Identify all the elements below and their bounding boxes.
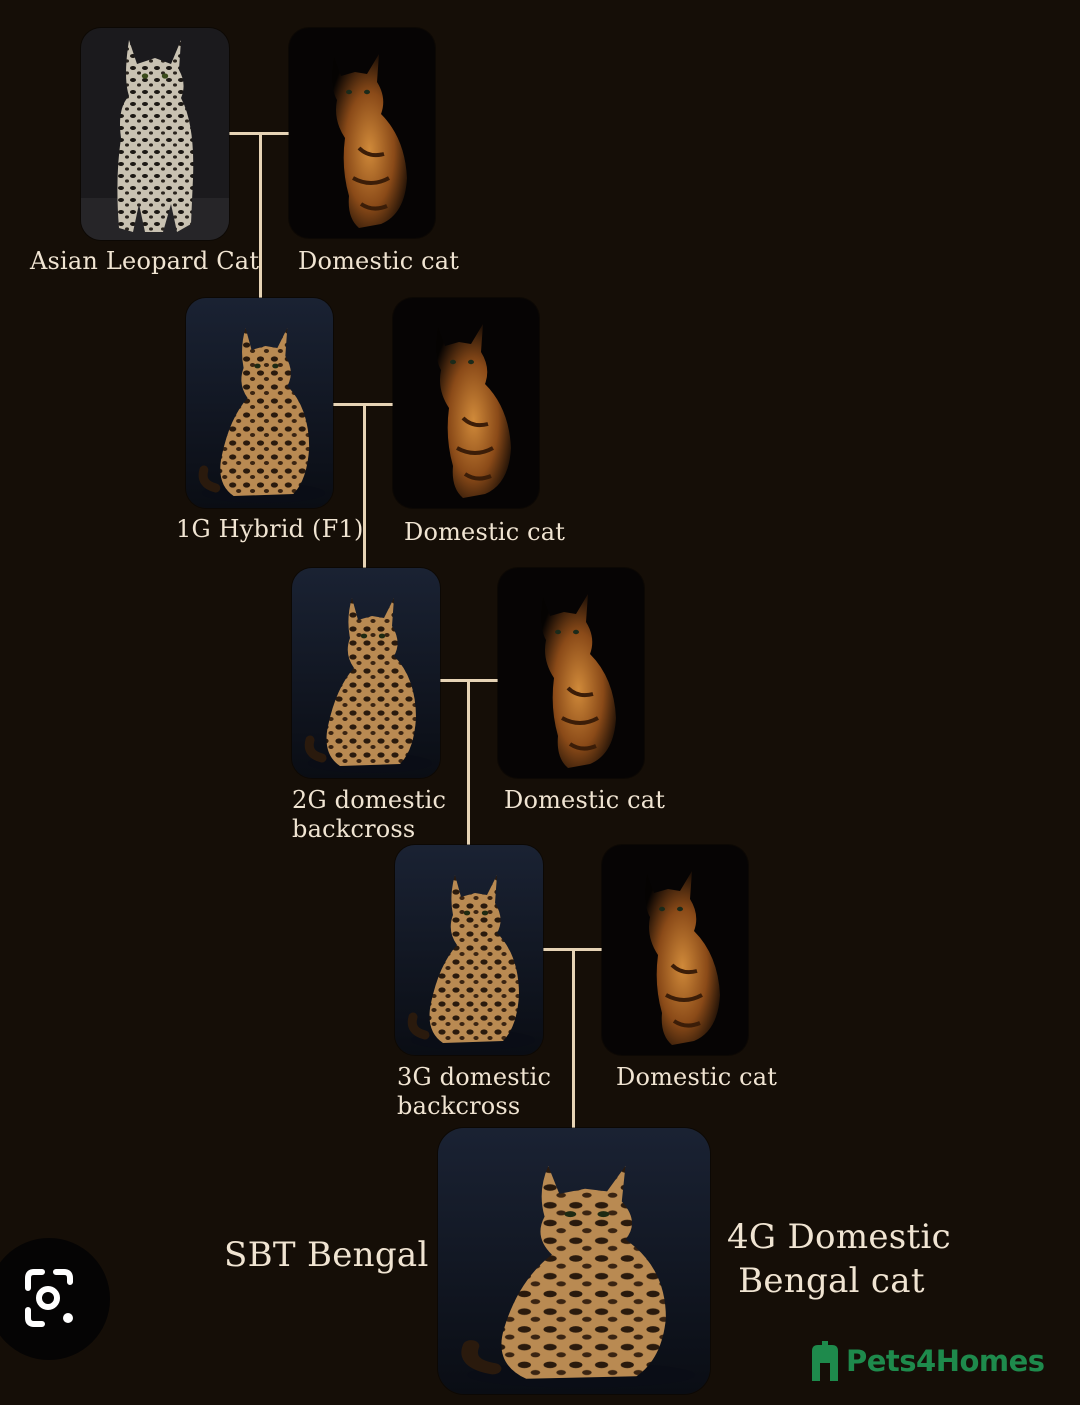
connector-v-4 [572, 948, 575, 1130]
brand-name: Pets4Homes [846, 1344, 1045, 1378]
asian-leopard-cat-label: Asian Leopard Cat [30, 247, 260, 275]
domestic-cat-label-3: Domestic cat [504, 786, 666, 814]
domestic-cat-photo-1 [289, 28, 435, 238]
4g-bengal-cat-photo [438, 1128, 710, 1394]
connector-v-1 [259, 132, 262, 298]
domestic-cat-photo-3 [498, 568, 644, 778]
domestic-cat-label-4: Domestic cat [616, 1063, 778, 1091]
house-icon [812, 1341, 838, 1381]
2g-backcross-photo [292, 568, 440, 778]
3g-backcross-label: 3G domestic backcross [397, 1063, 552, 1120]
connector-v-2 [363, 403, 366, 568]
domestic-cat-label-2: Domestic cat [404, 518, 566, 546]
pets4homes-logo: Pets4Homes [808, 1338, 1045, 1384]
connector-v-3 [467, 679, 470, 845]
hybrid-f1-photo [186, 298, 333, 508]
3g-backcross-photo [395, 845, 543, 1055]
sbt-bengal-label: SBT Bengal [224, 1235, 429, 1275]
domestic-cat-photo-4 [602, 845, 748, 1055]
image-search-icon [25, 1269, 73, 1327]
domestic-cat-photo-2 [393, 298, 539, 508]
connector-h-3 [440, 679, 500, 682]
hybrid-f1-label: 1G Hybrid (F1) [176, 515, 364, 543]
domestic-cat-label-1: Domestic cat [298, 247, 460, 275]
2g-backcross-label: 2G domestic backcross [292, 786, 447, 843]
asian-leopard-cat-photo [81, 28, 229, 240]
4g-domestic-bengal-label: 4G Domestic Bengal cat [727, 1217, 952, 1301]
image-search-button[interactable] [0, 1238, 110, 1360]
